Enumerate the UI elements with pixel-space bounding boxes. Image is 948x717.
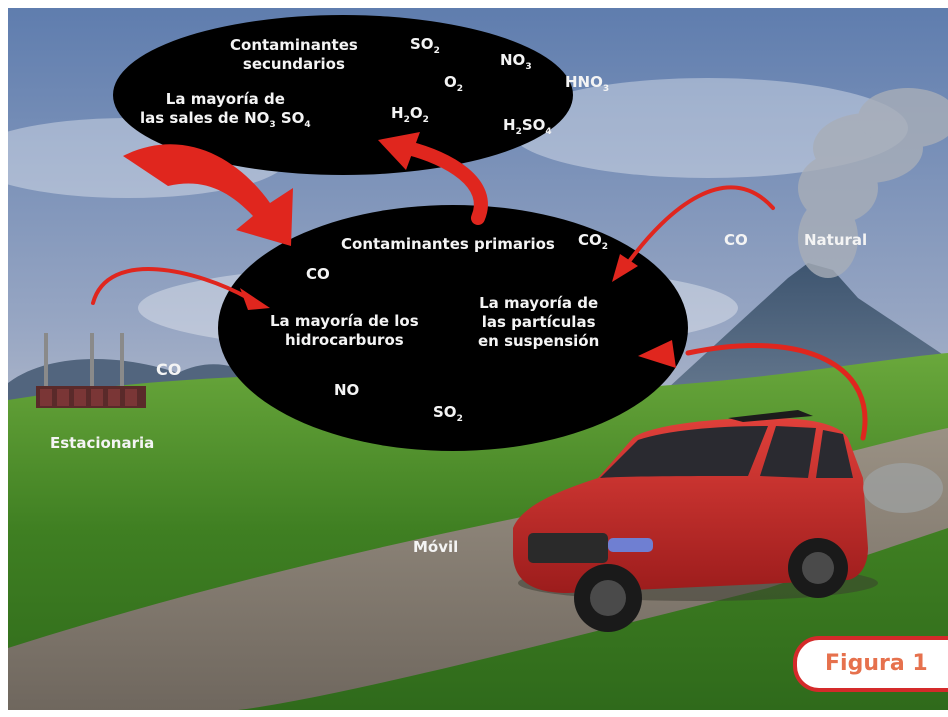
hydrocarbons-line1: La mayoría de los [270,312,419,330]
figure-frame: Contaminantes secundarios La mayoría de … [8,8,948,710]
primary-title: Contaminantes primarios [341,235,555,253]
arrowhead-car [638,340,676,368]
particles-line2: las partículas [481,313,596,331]
primary-hydrocarbons: La mayoría de los hidrocarburos [270,312,419,350]
arrows [91,141,868,441]
secondary-salts: La mayoría de las sales de NO3 SO4 [140,90,311,135]
secondary-title-line2: secundarios [242,55,345,73]
arrowhead-to-secondary [378,132,420,170]
species-o2: O2 [444,73,464,94]
arrowhead-volcano [612,254,638,282]
salts-line1: La mayoría de [165,90,285,108]
figure-label: Figura 1 [793,636,948,692]
arrow-factory [91,267,250,305]
car-icon [513,410,943,632]
arrow-secondary-to-primary [123,144,293,246]
natural-co-label: CO [724,231,748,249]
hydrocarbons-line2: hidrocarburos [284,331,404,349]
primary-particles: La mayoría de las partículas en suspensi… [478,294,599,351]
arrow-primary-to-secondary [401,141,488,225]
landscape-illustration [8,8,948,710]
mobile-source-label: Móvil [413,538,459,556]
species-so2: SO2 [410,35,440,56]
arrowheads [123,132,676,368]
stationary-co-label: CO [156,360,182,379]
secondary-title-line1: Contaminantes [230,36,358,54]
particles-line3: en suspensión [478,332,600,350]
arrow-car [685,343,868,441]
factory-icon [36,333,146,408]
arrowhead-factory [240,288,270,310]
primary-co: CO [306,265,330,283]
volcano-smoke [798,88,948,278]
particles-line1: La mayoría de [479,294,599,312]
natural-source-label: Natural [804,231,868,249]
species-h2so4: H2SO4 [503,116,552,137]
primary-no: NO [334,381,360,399]
stationary-source-label: Estacionaria [50,434,155,452]
species-no3: NO3 [500,51,532,72]
secondary-pollutants-ellipse [113,15,573,175]
secondary-title: Contaminantes secundarios [230,36,358,74]
primary-pollutants-ellipse [218,205,688,451]
species-hno3: HNO3 [565,73,610,94]
arrow-volcano [626,185,775,265]
primary-so2: SO2 [433,403,463,424]
salts-line2: las sales de NO3 SO4 [140,109,311,130]
species-h2o2: H2O2 [391,104,429,125]
primary-co2: CO2 [578,231,609,252]
